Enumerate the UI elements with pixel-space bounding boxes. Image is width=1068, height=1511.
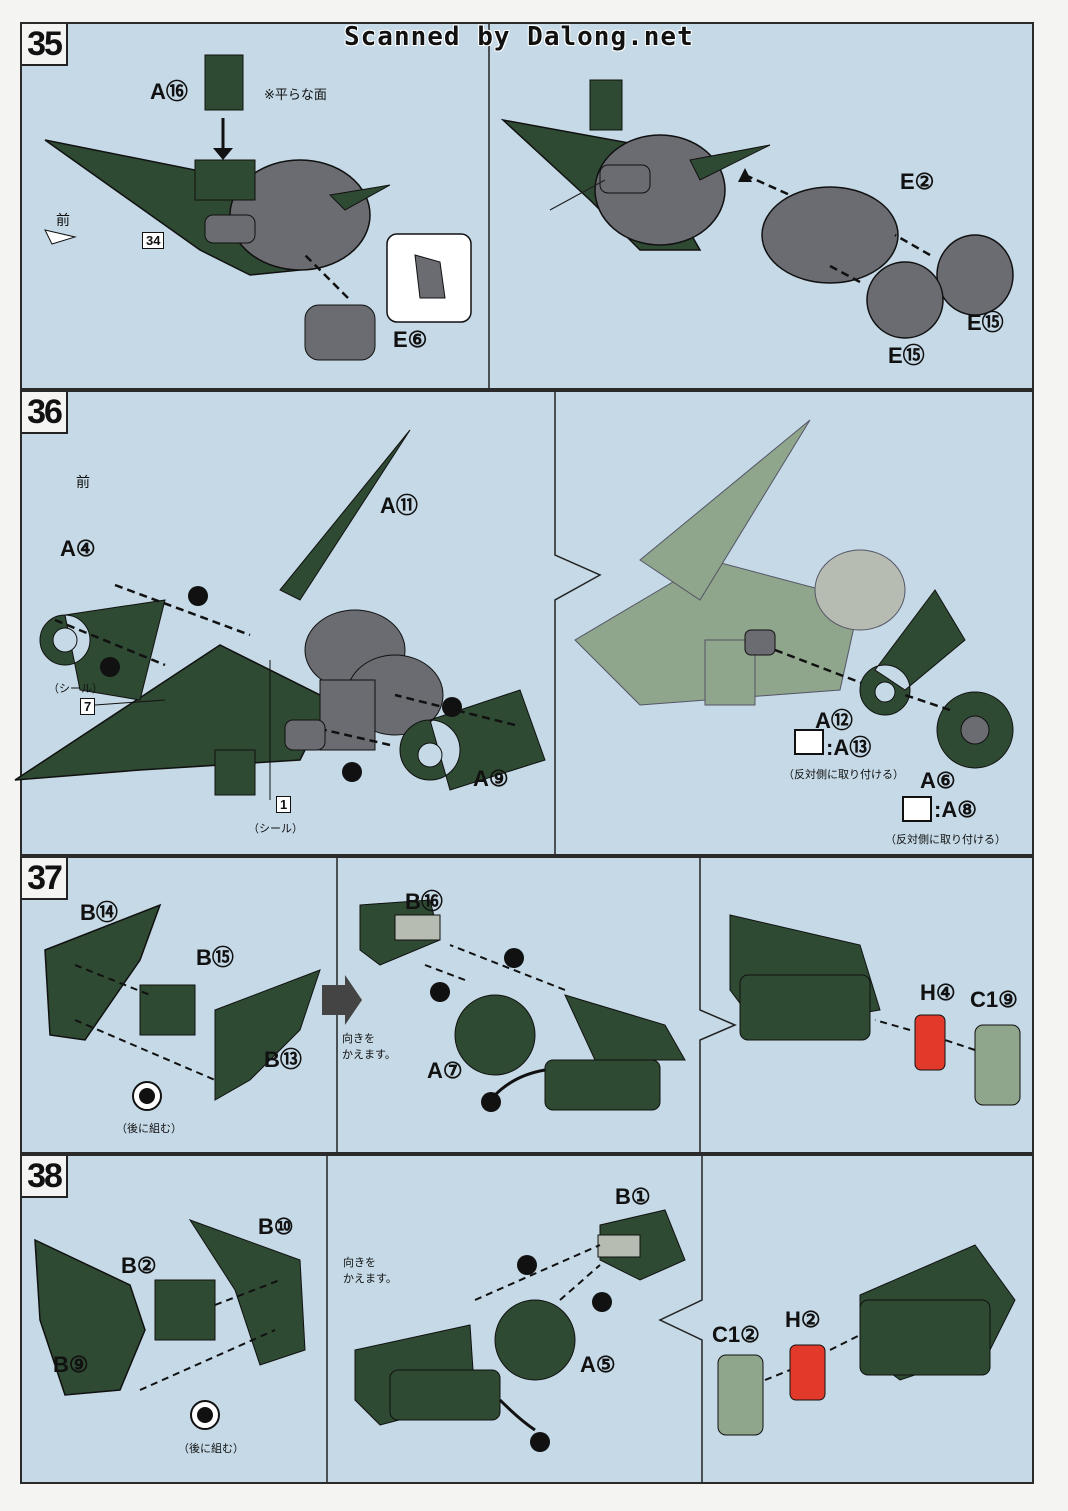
part-label-a4: A④ xyxy=(60,536,96,561)
part-label-c12: C1② xyxy=(712,1322,760,1347)
front-direction-label: 前 xyxy=(56,213,70,229)
step-38-number: 38 xyxy=(22,1156,68,1198)
step-35-number: 35 xyxy=(22,24,68,66)
part-label-e6: E⑥ xyxy=(393,327,428,352)
part-label-a6: A⑥ xyxy=(920,768,956,793)
part-label-h4: H④ xyxy=(920,980,956,1005)
part-label-a7: A⑦ xyxy=(427,1058,463,1083)
step-36-panel: 36 xyxy=(20,390,1034,856)
part-label-a5: A⑤ xyxy=(580,1352,616,1377)
part-label-b14: B⑭ xyxy=(80,900,118,925)
change-direction-note-37: 向きを かえます。 xyxy=(342,1032,396,1061)
opposite-side-note-2: （反対側に取り付ける） xyxy=(885,833,1006,846)
part-label-b2: B② xyxy=(121,1253,157,1278)
step-reference-badge: 34 xyxy=(142,232,165,249)
seal-label-top: （シール） xyxy=(48,682,103,695)
step-37-number: 37 xyxy=(22,858,68,900)
part-label-b1: B① xyxy=(615,1184,651,1209)
scanner-watermark: Scanned by Dalong.net xyxy=(344,22,694,52)
part-label-c19: C1⑨ xyxy=(970,987,1018,1012)
part-label-a9: A⑨ xyxy=(473,766,509,791)
change-direction-note-38: 向きを かえます。 xyxy=(343,1256,397,1285)
opposite-side-note-1: （反対側に取り付ける） xyxy=(783,768,904,781)
part-label-b13: B⑬ xyxy=(264,1047,302,1072)
part-label-b9: B⑨ xyxy=(53,1352,89,1377)
part-label-e15-bottom: E⑮ xyxy=(888,343,925,368)
seal-label-bottom: （シール） xyxy=(248,822,303,835)
part-label-h2: H② xyxy=(785,1307,821,1332)
part-label-b16: B⑯ xyxy=(405,889,443,914)
part-label-e15-right: E⑮ xyxy=(967,310,1004,335)
seal-number-top: 7 xyxy=(80,698,96,715)
front-direction-label-36: 前 xyxy=(76,475,90,491)
part-label-a12: A⑫ xyxy=(815,708,853,733)
assemble-later-note-38: （後に組む） xyxy=(178,1442,244,1455)
part-label-b10: B⑩ xyxy=(258,1214,294,1239)
part-label-a16: A⑯ xyxy=(150,79,188,104)
seal-number-bottom: 1 xyxy=(276,796,292,813)
part-label-a13: :A⑬ xyxy=(826,735,872,760)
step-36-number: 36 xyxy=(22,392,68,434)
part-label-e2: E② xyxy=(900,169,935,194)
part-label-a11: A⑪ xyxy=(380,493,418,518)
part-label-b15: B⑮ xyxy=(196,945,234,970)
assemble-later-note-37: （後に組む） xyxy=(116,1122,182,1135)
part-label-a8: :A⑧ xyxy=(934,797,977,822)
flat-face-note: ※平らな面 xyxy=(264,88,327,103)
